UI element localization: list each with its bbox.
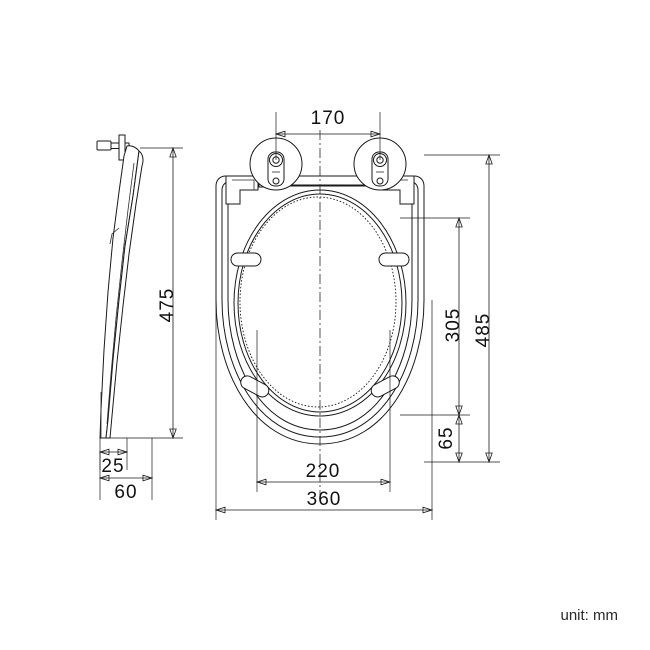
dimension-475: 475: [110, 146, 183, 440]
bumper-pad-bottom-left: [238, 374, 271, 400]
hinge-bolt-detail-left: [250, 138, 302, 190]
dimension-25: 25: [98, 438, 129, 477]
dimension-305-label: 305: [443, 308, 464, 343]
dimension-170-label: 170: [311, 108, 346, 129]
bumper-pad-top-left: [231, 253, 261, 266]
dimension-170: 170: [274, 108, 382, 160]
dimension-60: 60: [98, 438, 154, 503]
dimension-65-label: 65: [436, 426, 457, 449]
side-lid-inner-line: [106, 162, 135, 425]
dimension-65: 65: [436, 413, 463, 464]
dimension-360: 360: [214, 300, 434, 520]
dimension-485-label: 485: [473, 313, 494, 348]
dimension-475-label: 475: [157, 288, 178, 323]
dimension-360-label: 360: [307, 489, 342, 510]
bumper-pad-top-right: [379, 253, 409, 266]
bowl-hidden-contour: [239, 196, 397, 408]
dimension-485: 485: [424, 153, 500, 464]
dimension-60-label: 60: [114, 482, 137, 503]
side-elevation-view: [97, 135, 143, 438]
unit-note: unit: mm: [560, 607, 618, 624]
dimension-220-label: 220: [306, 461, 341, 482]
side-seat-profile: [106, 151, 143, 438]
dimension-220: 220: [255, 330, 392, 492]
bumper-pad-bottom-right: [369, 374, 402, 400]
side-shoulder-step: [109, 227, 120, 245]
dimension-305: 305: [400, 216, 470, 417]
dimension-25-label: 25: [101, 456, 124, 477]
